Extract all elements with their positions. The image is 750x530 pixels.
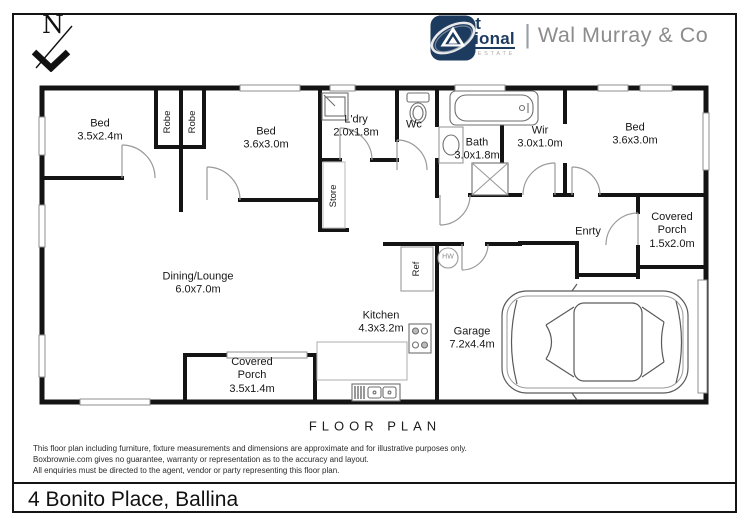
room-label-bed1: Bed 3.5x2.4m [77, 118, 122, 145]
room-label-bed2: Bed 3.6x3.0m [243, 126, 288, 153]
vanity-icon [438, 126, 464, 164]
brand-line-real-estate: REAL ESTATE [448, 50, 516, 57]
disclaimer-line: This floor plan including furniture, fix… [33, 444, 467, 453]
fridge-box [400, 246, 434, 292]
room-label-robe1: Robe [162, 110, 174, 134]
room-dims: 7.2x4.4m [449, 339, 495, 351]
doors [121, 127, 639, 271]
room-name: Porch [237, 369, 267, 382]
hot-water-icon [437, 247, 459, 269]
shower-icon [471, 162, 509, 196]
room-label-porch-right: Covered Porch 1.5x2.0m [649, 211, 694, 251]
room-dims: 1.5x2.0m [649, 237, 695, 250]
room-label-kitchen: Kitchen 4.3x3.2m [358, 310, 403, 337]
room-name: L'dry [344, 113, 368, 126]
room-dims: 2.0x1.8m [333, 127, 379, 139]
room-label-hw: HW [442, 253, 454, 261]
room-name: Covered [651, 210, 693, 223]
room-label-ldry: L'dry 2.0x1.8m [333, 114, 378, 141]
windows [38, 84, 710, 406]
store-outline [322, 161, 346, 229]
laundry-tub-icon [321, 92, 349, 121]
sink-icon [351, 383, 401, 402]
room-label-entry: Enrty [575, 225, 601, 238]
room-dims: 3.5x2.4m [77, 131, 123, 143]
north-arrow: N [28, 10, 84, 72]
room-dims: 3.6x3.0m [612, 135, 658, 147]
room-name: Bath [465, 136, 489, 149]
room-label-garage: Garage 7.2x4.4m [449, 326, 494, 353]
disclaimer-line: Boxbrownie.com gives no guarantee, warra… [33, 454, 369, 464]
fixtures [316, 90, 539, 402]
room-label-wir: Wir 3.0x1.0m [517, 125, 562, 152]
garage-door-opening [697, 279, 708, 394]
room-name: Dining/Lounge [162, 270, 234, 283]
page-border [12, 13, 737, 513]
room-dims: 4.3x3.2m [358, 323, 404, 335]
disclaimer-line: All enquiries must be directed to the ag… [33, 465, 340, 475]
room-name: Bed [625, 121, 645, 134]
room-label-store: Store [328, 184, 340, 208]
room-label-bed3: Bed 3.6x3.0m [612, 122, 657, 149]
toilet-icon [406, 92, 430, 124]
room-label-porch-bottom: Covered Porch 3.5x1.4m [229, 356, 274, 396]
first-national-logo-icon [430, 15, 476, 61]
room-label-dining: Dining/Lounge 6.0x7.0m [163, 271, 234, 298]
room-name: Bed [90, 117, 110, 130]
room-dims: 3.0x1.8m [454, 150, 500, 162]
car-icon [501, 283, 689, 401]
room-dims: 3.6x3.0m [243, 139, 289, 151]
agency-name: Wal Murray & Co [537, 22, 709, 47]
room-name: Wir [531, 124, 549, 137]
room-name: Bed [256, 125, 276, 138]
floor-plan-title: FLOOR PLAN [308, 418, 442, 434]
stove-icon [408, 323, 432, 354]
bathtub-icon [449, 90, 539, 126]
room-label-wc: Wc [406, 118, 422, 131]
room-label-bath: Bath 3.0x1.8m [454, 137, 499, 164]
room-name: Covered [231, 355, 273, 368]
north-arrow-icon [31, 25, 73, 72]
room-name: Garage [453, 325, 491, 338]
room-label-robe2: Robe [187, 110, 199, 134]
kitchen-bench [316, 341, 408, 381]
room-name: Kitchen [362, 309, 400, 322]
room-dims: 3.0x1.0m [517, 138, 563, 150]
property-address: 4 Bonito Place, Ballina [28, 488, 239, 511]
disclaimer: This floor plan including furniture, fix… [33, 444, 467, 476]
room-label-ref: Ref [411, 261, 423, 277]
logo-separator: | [524, 18, 531, 49]
room-name: Porch [657, 224, 687, 237]
north-label: N [42, 10, 64, 39]
footer-divider [12, 482, 737, 484]
agency-logo: first national REAL ESTATE | Wal Murray … [430, 15, 709, 61]
room-dims: 6.0x7.0m [175, 284, 221, 296]
room-dims: 3.5x1.4m [229, 382, 275, 395]
